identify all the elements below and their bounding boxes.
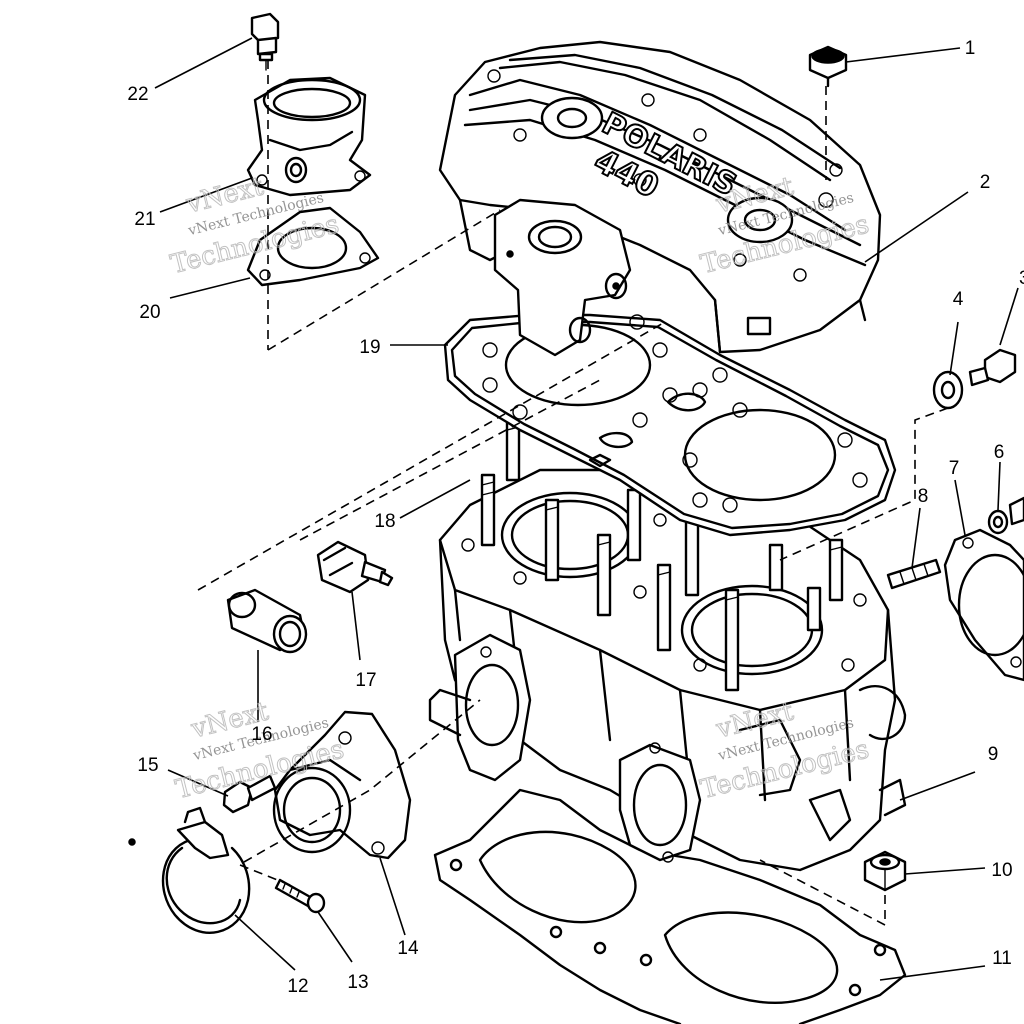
exhaust-gasket-and-washer [943,496,1024,682]
callout-10: 10 [991,860,1012,881]
thermostat-housing [493,198,632,357]
assembly-alignment-lines [197,60,949,927]
adapter-bolt [222,774,277,814]
callout-22: 22 [127,84,148,105]
water-outlet-elbow [246,76,372,197]
callout-7: 7 [949,458,960,479]
callout-15: 15 [137,755,158,776]
elbow-gasket [246,206,380,287]
head-gasket [443,313,897,537]
callout-1: 1 [965,38,976,59]
callout-4: 4 [953,289,964,310]
callout-8: 8 [918,486,929,507]
callout-14: 14 [397,938,419,959]
callout-11: 11 [992,948,1012,969]
callout-labels: 1 2 3 4 6 7 8 9 10 11 12 13 14 15 16 17 … [127,38,1024,997]
callout-16: 16 [251,724,272,745]
base-nut [863,850,907,892]
hose-clamp [128,806,251,934]
callout-20: 20 [139,302,160,323]
callout-13: 13 [347,972,368,993]
callout-leader-lines [154,37,1019,981]
base-gasket [433,788,907,1024]
callout-17: 17 [355,670,376,691]
callout-12: 12 [287,976,308,997]
callout-2: 2 [980,172,991,193]
callout-21: 21 [134,209,155,230]
clamp-screw [274,878,326,914]
exhaust-stud [886,558,942,590]
elbow-bolt [250,12,280,71]
callout-9: 9 [988,744,999,765]
callout-3: 3 [1019,268,1024,289]
plug [226,588,308,654]
callout-18: 18 [374,511,395,532]
temperature-sensor [316,540,394,594]
callout-19: 19 [359,337,380,358]
head-nut-top [808,45,848,88]
intake-adapter [272,710,412,860]
side-bolt-and-washer [932,348,1017,410]
cylinder-head: POLARIS 440 [438,40,882,354]
cylinder-studs [480,418,844,692]
callout-6: 6 [994,442,1005,463]
watermark: vNext vNext Technologies Technologies [697,696,872,806]
